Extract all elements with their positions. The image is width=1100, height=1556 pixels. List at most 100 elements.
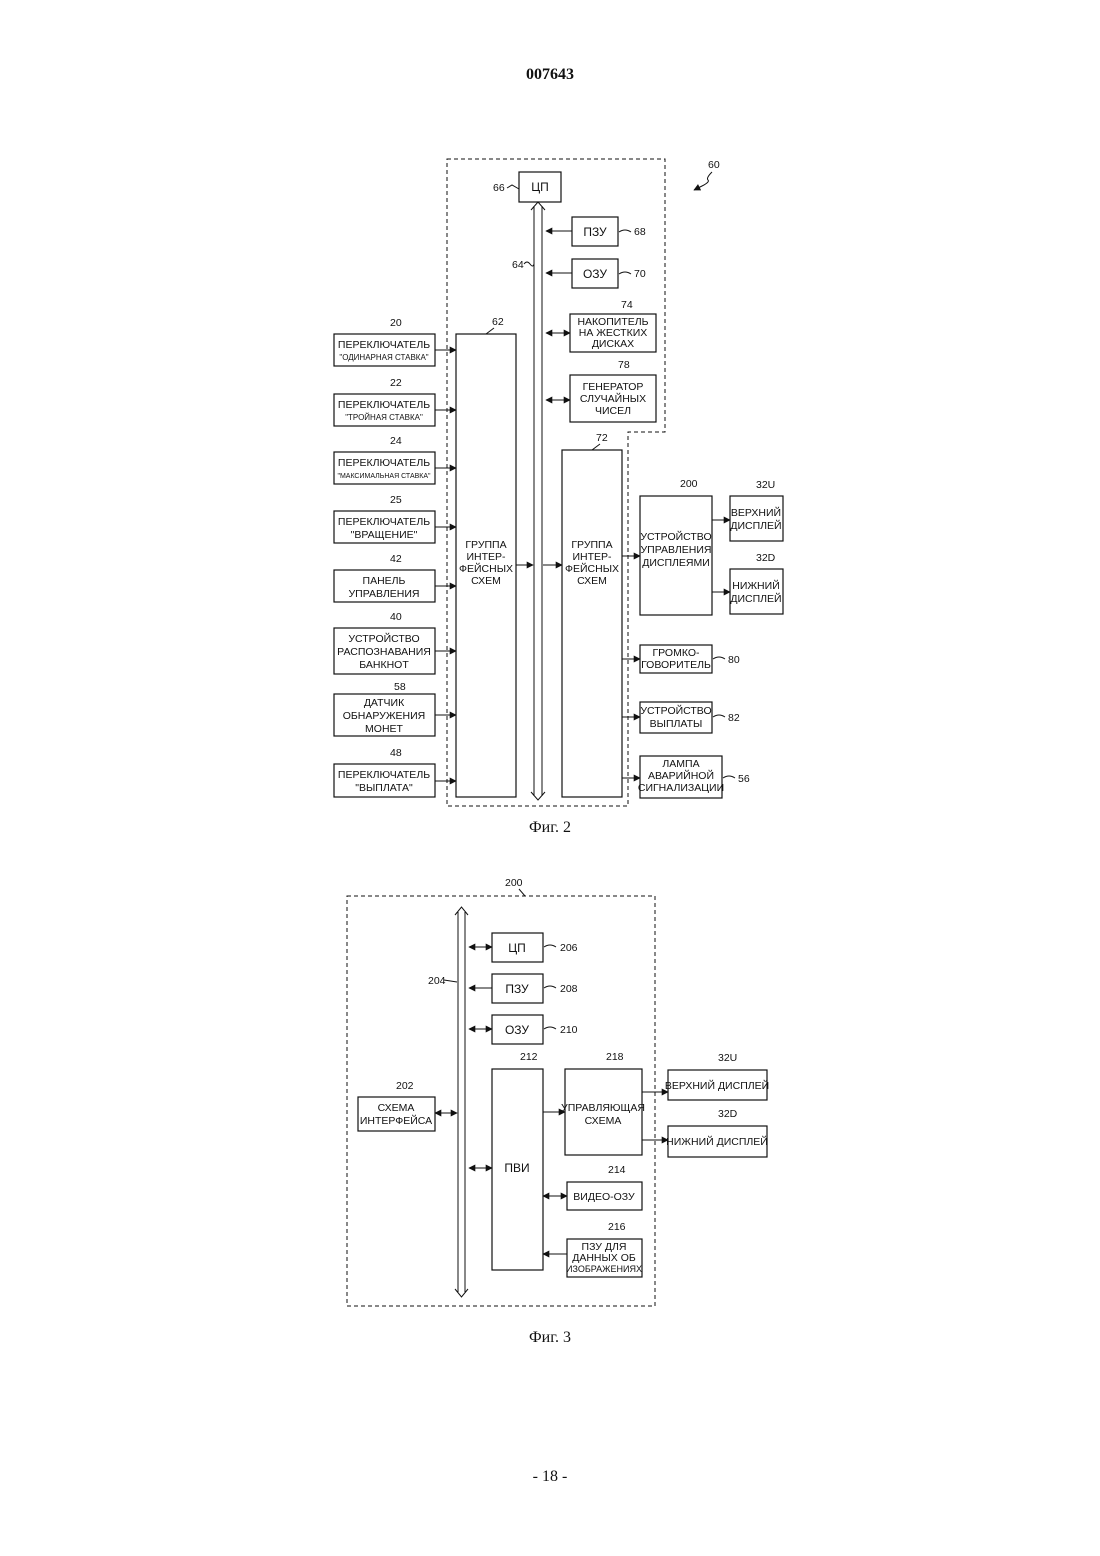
svg-text:ПЕРЕКЛЮЧАТЕЛЬ: ПЕРЕКЛЮЧАТЕЛЬ — [338, 769, 430, 781]
disp-ctrl-line-1: УСТРОЙСТВО — [640, 530, 711, 543]
ref-64: 64 — [512, 259, 524, 271]
svg-text:"ТРОЙНАЯ СТАВКА": "ТРОЙНАЯ СТАВКА" — [345, 413, 423, 422]
ram-label: ОЗУ — [583, 267, 607, 281]
imgrom-line-2: ДАННЫХ ОБ — [572, 1252, 636, 1264]
iface62-line-1: ГРУППА — [465, 539, 506, 551]
svg-text:ПЕРЕКЛЮЧАТЕЛЬ: ПЕРЕКЛЮЧАТЕЛЬ — [338, 399, 430, 411]
ref-208: 208 — [560, 983, 578, 995]
lamp-line-3: СИГНАЛИЗАЦИИ — [638, 782, 724, 794]
iface72-line-4: СХЕМ — [577, 575, 607, 587]
imgrom-line-3: ИЗОБРАЖЕНИЯХ — [566, 1264, 642, 1274]
svg-text:ПЕРЕКЛЮЧАТЕЛЬ: ПЕРЕКЛЮЧАТЕЛЬ — [338, 339, 430, 351]
figure-2-caption: Фиг. 2 — [0, 819, 1100, 837]
svg-text:ПЕРЕКЛЮЧАТЕЛЬ: ПЕРЕКЛЮЧАТЕЛЬ — [338, 457, 430, 469]
input-42: ПАНЕЛЬ УПРАВЛЕНИЯ 42 — [334, 553, 456, 602]
payout-line-1: УСТРОЙСТВО — [640, 704, 711, 717]
ref-210: 210 — [560, 1024, 578, 1036]
rng-line-2: СЛУЧАЙНЫХ — [580, 392, 646, 405]
input-25: ПЕРЕКЛЮЧАТЕЛЬ "ВРАЩЕНИЕ" 25 — [334, 494, 456, 543]
lamp-line-1: ЛАМПА — [662, 758, 699, 770]
iface62-line-3: ФЕЙСНЫХ — [459, 562, 513, 575]
ref-200-fig3: 200 — [505, 877, 523, 889]
bus-64 — [531, 202, 545, 800]
ref-200: 200 — [680, 478, 698, 490]
ref-74: 74 — [621, 299, 633, 311]
lamp-line-2: АВАРИЙНОЙ — [648, 769, 714, 782]
ref-78: 78 — [618, 359, 630, 371]
figure-3-caption: Фиг. 3 — [0, 1329, 1100, 1347]
rom-label: ПЗУ — [583, 225, 607, 239]
disp-ctrl-line-3: ДИСПЛЕЯМИ — [642, 557, 710, 569]
ref-218: 218 — [606, 1051, 624, 1063]
svg-text:ОБНАРУЖЕНИЯ: ОБНАРУЖЕНИЯ — [343, 710, 426, 722]
svg-text:48: 48 — [390, 747, 402, 759]
svg-text:25: 25 — [390, 494, 402, 506]
input-24: ПЕРЕКЛЮЧАТЕЛЬ "МАКСИМАЛЬНАЯ СТАВКА" 24 — [334, 435, 456, 484]
lower-line-1: НИЖНИЙ — [732, 579, 780, 592]
ref-72: 72 — [596, 432, 608, 444]
svg-text:"ВЫПЛАТА": "ВЫПЛАТА" — [355, 782, 413, 794]
ref-80: 80 — [728, 654, 740, 666]
rng-line-1: ГЕНЕРАТОР — [583, 381, 644, 393]
vram-label: ВИДЕО-ОЗУ — [573, 1191, 635, 1203]
input-20: ПЕРЕКЛЮЧАТЕЛЬ "ОДИНАРНАЯ СТАВКА" 20 — [334, 317, 456, 366]
svg-text:УСТРОЙСТВО: УСТРОЙСТВО — [348, 632, 419, 645]
iface62-line-2: ИНТЕР- — [466, 551, 506, 563]
input-22: ПЕРЕКЛЮЧАТЕЛЬ "ТРОЙНАЯ СТАВКА" 22 — [334, 377, 456, 426]
rom3-label: ПЗУ — [505, 982, 529, 996]
ref-68: 68 — [634, 226, 646, 238]
ref-202: 202 — [396, 1080, 414, 1092]
ref-82: 82 — [728, 712, 740, 724]
ref-70: 70 — [634, 268, 646, 280]
svg-text:ПАНЕЛЬ: ПАНЕЛЬ — [363, 575, 406, 587]
ref-204: 204 — [428, 975, 446, 987]
svg-text:МОНЕТ: МОНЕТ — [365, 723, 404, 735]
ref-56: 56 — [738, 773, 750, 785]
ref-60-arrow — [694, 172, 712, 190]
input-48: ПЕРЕКЛЮЧАТЕЛЬ "ВЫПЛАТА" 48 — [334, 747, 456, 797]
pvi-label: ПВИ — [504, 1161, 529, 1175]
iface62-line-4: СХЕМ — [471, 575, 501, 587]
hdd-line-3: ДИСКАХ — [592, 338, 634, 350]
lower3-label: НИЖНИЙ ДИСПЛЕЙ — [666, 1135, 768, 1148]
svg-text:40: 40 — [390, 611, 402, 623]
iface-group-72 — [562, 450, 622, 797]
rng-line-3: ЧИСЕЛ — [595, 405, 631, 417]
upper-line-1: ВЕРХНИЙ — [731, 506, 781, 519]
svg-text:58: 58 — [394, 681, 406, 693]
ram3-label: ОЗУ — [505, 1023, 529, 1037]
ref-66: 66 — [493, 182, 505, 194]
payout-line-2: ВЫПЛАТЫ — [650, 718, 703, 730]
svg-text:"ВРАЩЕНИЕ": "ВРАЩЕНИЕ" — [351, 529, 418, 541]
disp-ctrl-line-2: УПРАВЛЕНИЯ — [640, 544, 711, 556]
svg-text:42: 42 — [390, 553, 402, 565]
svg-text:22: 22 — [390, 377, 402, 389]
ref-212: 212 — [520, 1051, 538, 1063]
ctrl-line-2: СХЕМА — [585, 1115, 622, 1127]
svg-text:ДАТЧИК: ДАТЧИК — [364, 697, 405, 709]
svg-text:20: 20 — [390, 317, 402, 329]
ref-32d-fig3: 32D — [718, 1108, 738, 1120]
iface3-line-1: СХЕМА — [378, 1102, 415, 1114]
ref-60: 60 — [708, 159, 720, 171]
lower-line-2: ДИСПЛЕЙ — [730, 592, 781, 605]
ref-32u: 32U — [756, 479, 775, 491]
figure-2: 60 ЦП 66 64 ПЗУ 68 ОЗУ 70 НАКОПИТЕЛЬ НА … — [334, 159, 783, 806]
ref-206: 206 — [560, 942, 578, 954]
upper3-label: ВЕРХНИЙ ДИСПЛЕЙ — [665, 1079, 769, 1092]
svg-text:24: 24 — [390, 435, 402, 447]
bus-204 — [455, 907, 468, 1297]
iface72-line-2: ИНТЕР- — [572, 551, 612, 563]
svg-text:БАНКНОТ: БАНКНОТ — [359, 659, 409, 671]
input-58: ДАТЧИК ОБНАРУЖЕНИЯ МОНЕТ 58 — [334, 681, 456, 736]
iface3-line-2: ИНТЕРФЕЙСА — [360, 1114, 432, 1127]
svg-text:УПРАВЛЕНИЯ: УПРАВЛЕНИЯ — [348, 588, 419, 600]
ctrl-line-1: УПРАВЛЯЮЩАЯ — [561, 1102, 645, 1114]
iface72-line-3: ФЕЙСНЫХ — [565, 562, 619, 575]
svg-text:"ОДИНАРНАЯ СТАВКА": "ОДИНАРНАЯ СТАВКА" — [339, 353, 428, 362]
ref-62: 62 — [492, 316, 504, 328]
speaker-line-2: ГОВОРИТЕЛЬ — [641, 659, 711, 671]
ref-32d: 32D — [756, 552, 776, 564]
speaker-line-1: ГРОМКО- — [652, 647, 700, 659]
